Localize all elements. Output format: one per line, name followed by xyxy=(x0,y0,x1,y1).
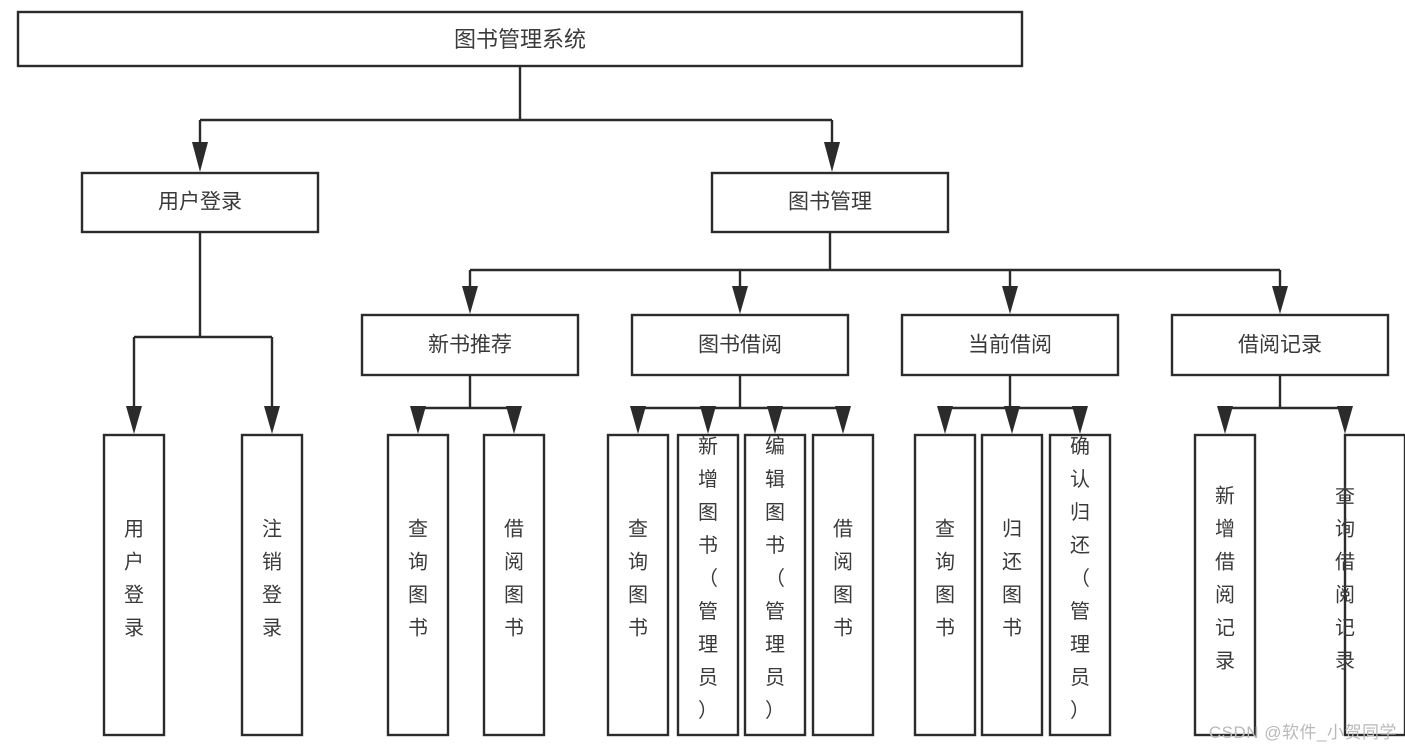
node-borrow-records-box[interactable] xyxy=(1170,313,1390,377)
arrow-current-to-query xyxy=(937,406,953,434)
node-new-book-recommend-label: 新书推荐 xyxy=(428,334,512,357)
csdn-watermark: CSDN @软件_小贺同学 xyxy=(1208,723,1397,742)
node-book-borrow-label: 图书借阅 xyxy=(698,334,782,357)
arrow-records-to-add xyxy=(1217,406,1233,434)
node-current-borrow-label: 当前借阅 xyxy=(968,334,1052,357)
node-leaf-lend-book-label: 借阅图书 xyxy=(833,518,853,640)
node-leaf-borrow-books-rec-box[interactable] xyxy=(482,433,546,737)
node-leaf-query-books-current-label: 查询图书 xyxy=(935,518,955,640)
arrow-userlogin-to-logout xyxy=(264,406,280,434)
node-leaf-return-book-label: 归还图书 xyxy=(1002,518,1022,640)
node-book-management-box[interactable] xyxy=(710,171,950,234)
arrow-current-to-return xyxy=(1004,406,1020,434)
arrow-bookmgmt-to-current xyxy=(1002,286,1018,314)
arrow-borrow-to-edit xyxy=(767,406,783,434)
node-user-login[interactable]: 用户登录 xyxy=(80,171,320,234)
arrow-root-to-user-login xyxy=(192,142,208,172)
node-leaf-lend-book[interactable]: 借阅图书 xyxy=(811,433,875,737)
node-new-book-recommend-box[interactable] xyxy=(360,313,580,377)
node-leaf-return-book[interactable]: 归还图书 xyxy=(980,433,1044,737)
connector-group-new-books xyxy=(410,375,522,434)
node-current-borrow[interactable]: 当前借阅 xyxy=(900,313,1120,377)
node-leaf-edit-book-admin[interactable]: 编辑图书（管理员） xyxy=(743,433,807,737)
node-leaf-query-books-current-box[interactable] xyxy=(913,433,977,737)
connector-group-root xyxy=(192,66,840,172)
arrow-newbooks-to-borrow xyxy=(506,406,522,434)
node-leaf-borrow-books-rec[interactable]: 借阅图书 xyxy=(482,433,546,737)
node-new-book-recommend[interactable]: 新书推荐 xyxy=(360,313,580,377)
arrow-newbooks-to-query xyxy=(410,406,426,434)
node-leaf-logout-label: 注销登录 xyxy=(262,518,282,640)
node-leaf-query-borrow-record-label: 查询借阅记录 xyxy=(1335,485,1355,673)
arrow-borrow-to-lend xyxy=(835,406,851,434)
arrow-current-to-confirm xyxy=(1072,406,1088,434)
arrow-bookmgmt-to-borrow xyxy=(732,286,748,314)
connector-group-current xyxy=(937,375,1088,434)
node-book-borrow[interactable]: 图书借阅 xyxy=(630,313,850,377)
connector-group-records xyxy=(1217,375,1353,434)
arrow-userlogin-to-login xyxy=(126,406,142,434)
arrow-borrow-to-query xyxy=(630,406,646,434)
node-leaf-query-books-current[interactable]: 查询图书 xyxy=(913,433,977,737)
arrow-bookmgmt-to-records xyxy=(1272,286,1288,314)
node-leaf-query-borrow-record[interactable]: 查询借阅记录 xyxy=(1335,433,1405,737)
node-leaf-add-book-admin-label: 新增图书（管理员） xyxy=(698,435,718,722)
node-leaf-add-book-admin[interactable]: 新增图书（管理员） xyxy=(676,433,740,737)
node-leaf-query-books-rec-label: 查询图书 xyxy=(408,518,428,640)
node-user-login-box[interactable] xyxy=(80,171,320,234)
arrow-records-to-query xyxy=(1337,406,1353,434)
leaf-nodes: 用户登录 注销登录 查询图书 借阅图书 查询图书 新增图书（管理员） xyxy=(102,433,1405,737)
node-leaf-return-book-box[interactable] xyxy=(980,433,1044,737)
node-book-management[interactable]: 图书管理 xyxy=(710,171,950,234)
node-leaf-confirm-return-admin[interactable]: 确认归还（管理员） xyxy=(1048,433,1112,737)
node-root-box[interactable] xyxy=(16,10,1024,68)
arrow-root-to-book-mgmt xyxy=(824,142,840,172)
arrow-borrow-to-add xyxy=(700,406,716,434)
node-leaf-query-books-borrow[interactable]: 查询图书 xyxy=(606,433,670,737)
node-book-borrow-box[interactable] xyxy=(630,313,850,377)
node-current-borrow-box[interactable] xyxy=(900,313,1120,377)
node-leaf-query-books-borrow-box[interactable] xyxy=(606,433,670,737)
node-root-label: 图书管理系统 xyxy=(454,27,586,52)
node-leaf-add-borrow-record-label: 新增借阅记录 xyxy=(1215,485,1235,673)
node-leaf-confirm-return-admin-label: 确认归还（管理员） xyxy=(1070,435,1090,722)
node-leaf-query-books-rec-box[interactable] xyxy=(386,433,450,737)
node-leaf-query-borrow-record-box[interactable] xyxy=(1343,433,1405,737)
node-borrow-records[interactable]: 借阅记录 xyxy=(1170,313,1390,377)
node-leaf-user-login-box[interactable] xyxy=(102,433,166,737)
node-leaf-query-books-borrow-label: 查询图书 xyxy=(628,518,648,640)
node-book-management-label: 图书管理 xyxy=(788,191,872,214)
connector-group-user-login xyxy=(126,232,280,434)
node-leaf-user-login-label: 用户登录 xyxy=(124,519,144,640)
node-root[interactable]: 图书管理系统 xyxy=(16,10,1024,68)
node-leaf-logout-box[interactable] xyxy=(240,433,304,737)
node-leaf-add-book-admin-box[interactable] xyxy=(676,433,740,737)
connector-group-book-mgmt xyxy=(462,232,1288,314)
connector-group-borrow xyxy=(630,375,851,434)
node-user-login-label: 用户登录 xyxy=(158,191,242,214)
arrow-bookmgmt-to-new-books xyxy=(462,286,478,314)
node-leaf-borrow-books-rec-label: 借阅图书 xyxy=(504,518,524,640)
node-borrow-records-label: 借阅记录 xyxy=(1238,334,1322,357)
node-leaf-lend-book-box[interactable] xyxy=(811,433,875,737)
node-leaf-confirm-return-admin-box[interactable] xyxy=(1048,433,1112,737)
node-leaf-user-login[interactable]: 用户登录 xyxy=(102,433,166,737)
node-leaf-query-books-rec[interactable]: 查询图书 xyxy=(386,433,450,737)
node-leaf-add-borrow-record[interactable]: 新增借阅记录 xyxy=(1193,433,1257,737)
node-leaf-edit-book-admin-box[interactable] xyxy=(743,433,807,737)
node-leaf-add-borrow-record-box[interactable] xyxy=(1193,433,1257,737)
node-leaf-edit-book-admin-label: 编辑图书（管理员） xyxy=(765,435,785,722)
node-leaf-logout[interactable]: 注销登录 xyxy=(240,433,304,737)
